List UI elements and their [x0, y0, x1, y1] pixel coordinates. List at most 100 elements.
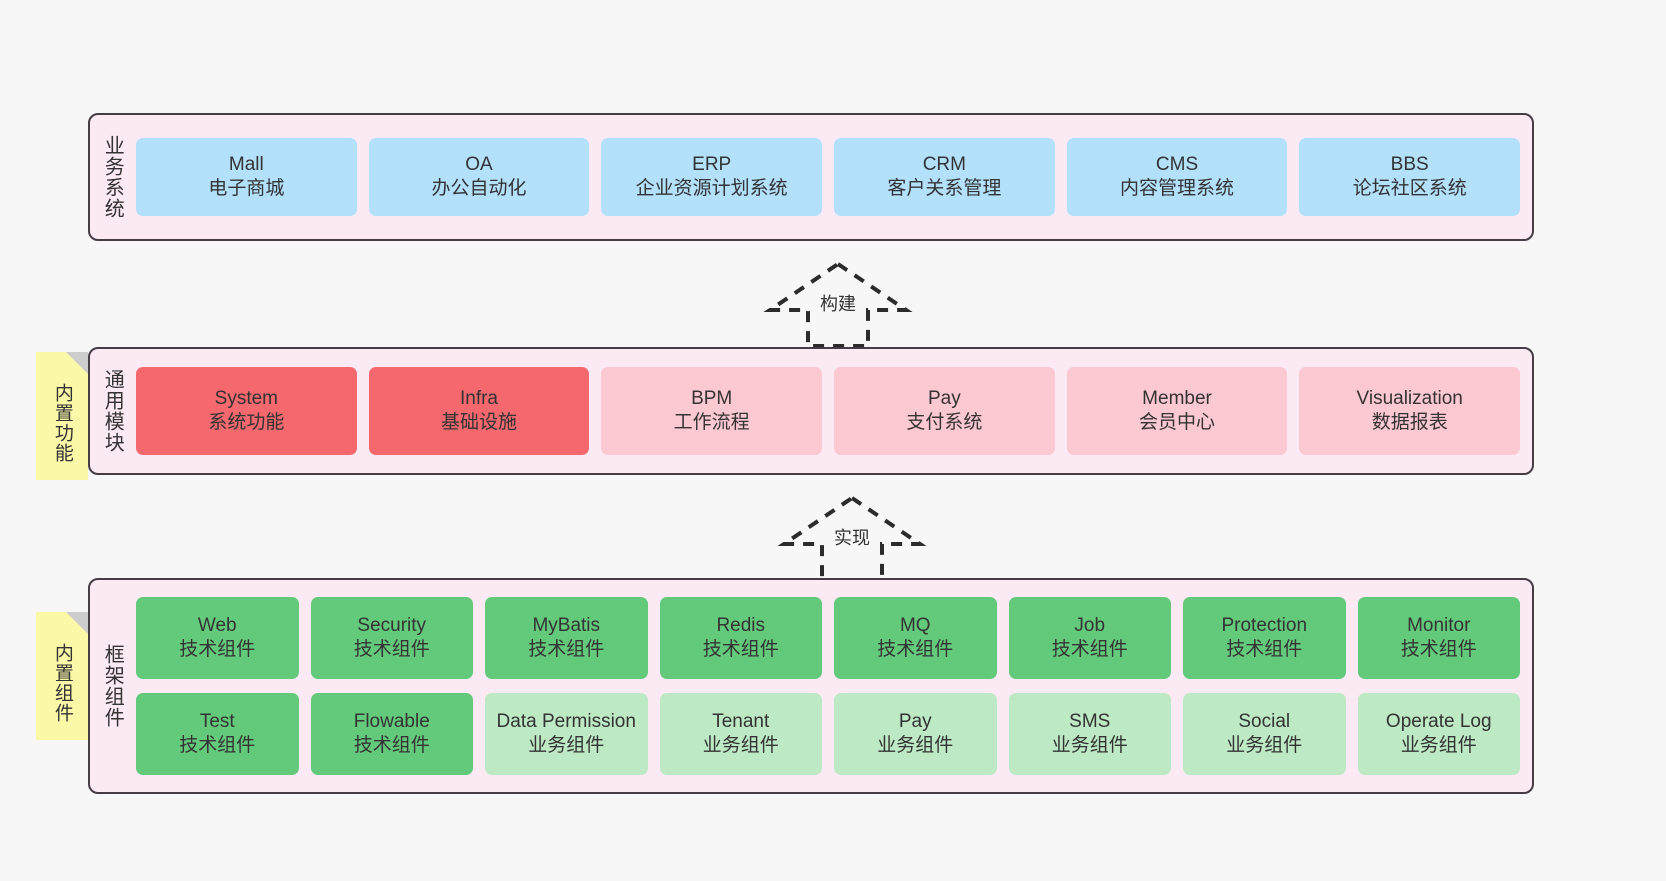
node-mq[interactable]: MQ 技术组件	[834, 597, 997, 679]
node-subtitle: 技术组件	[353, 735, 430, 756]
node-sms[interactable]: SMS 业务组件	[1008, 693, 1171, 775]
node-subtitle: 企业资源计划系统	[635, 178, 788, 199]
node-job[interactable]: Job 技术组件	[1008, 597, 1171, 679]
layer-body-framework-components: Web 技术组件 Security 技术组件 MyBatis 技术组件 Redi…	[134, 580, 1532, 792]
node-subtitle: 支付系统	[906, 412, 983, 433]
node-security[interactable]: Security 技术组件	[310, 597, 473, 679]
node-title: System	[214, 388, 279, 410]
node-mall[interactable]: Mall 电子商城	[136, 138, 357, 216]
node-bbs[interactable]: BBS 论坛社区系统	[1299, 138, 1521, 216]
node-title: Monitor	[1407, 615, 1471, 637]
node-subtitle: 基础设施	[441, 412, 518, 433]
layer-common-modules: 通用模块 System 系统功能 Infra 基础设施 BPM 工作流程 Pay…	[88, 347, 1534, 475]
sticky-note-label: 内置功能	[51, 383, 73, 463]
node-subtitle: 会员中心	[1139, 412, 1216, 433]
sticky-note-builtin-components: 内置组件	[36, 612, 88, 740]
node-subtitle: 电子商城	[208, 178, 285, 199]
node-subtitle: 技术组件	[353, 639, 430, 660]
node-member[interactable]: Member 会员中心	[1066, 367, 1288, 455]
layer-body-business-systems: Mall 电子商城 OA 办公自动化 ERP 企业资源计划系统 CRM 客户关系…	[134, 115, 1532, 239]
node-title: Web	[197, 615, 237, 637]
node-title: CRM	[922, 154, 966, 176]
node-subtitle: 技术组件	[528, 639, 605, 660]
node-title: Operate Log	[1385, 711, 1492, 733]
node-subtitle: 业务组件	[1226, 735, 1303, 756]
node-subtitle: 客户关系管理	[887, 178, 1002, 199]
connector-implement: 实现	[772, 492, 932, 584]
note-fold-icon	[66, 612, 88, 634]
note-fold-icon	[66, 352, 88, 374]
node-subtitle: 业务组件	[1051, 735, 1128, 756]
node-subtitle: 技术组件	[877, 639, 954, 660]
node-title: SMS	[1069, 711, 1111, 733]
node-subtitle: 业务组件	[702, 735, 779, 756]
connector-build: 构建	[758, 258, 918, 350]
node-title: Redis	[716, 615, 766, 637]
node-title: MyBatis	[532, 615, 601, 637]
node-subtitle: 技术组件	[179, 639, 256, 660]
node-subtitle: 数据报表	[1371, 412, 1448, 433]
layer-label-business-systems: 业务系统	[101, 135, 124, 219]
node-subtitle: 内容管理系统	[1120, 178, 1235, 199]
node-row: System 系统功能 Infra 基础设施 BPM 工作流程 Pay 支付系统…	[136, 367, 1521, 455]
layer-business-systems: 业务系统 Mall 电子商城 OA 办公自动化 ERP 企业资源计划系统 CRM…	[88, 113, 1534, 241]
node-title: OA	[465, 154, 493, 176]
sticky-note-label: 内置组件	[51, 643, 73, 723]
node-title: Infra	[459, 388, 499, 410]
node-test[interactable]: Test 技术组件	[136, 693, 299, 775]
node-title: Job	[1074, 615, 1106, 637]
node-subtitle: 技术组件	[1226, 639, 1303, 660]
node-pay-module[interactable]: Pay 支付系统	[834, 367, 1055, 455]
node-operate-log[interactable]: Operate Log 业务组件	[1357, 693, 1520, 775]
node-infra[interactable]: Infra 基础设施	[368, 367, 590, 455]
node-mybatis[interactable]: MyBatis 技术组件	[485, 597, 648, 679]
node-subtitle: 论坛社区系统	[1352, 178, 1467, 199]
sticky-note-builtin-functions: 内置功能	[36, 352, 88, 480]
layer-label-framework-components: 框架组件	[101, 644, 124, 728]
node-title: Flowable	[353, 711, 430, 733]
node-crm[interactable]: CRM 客户关系管理	[834, 138, 1055, 216]
node-title: Pay	[927, 388, 961, 410]
layer-body-common-modules: System 系统功能 Infra 基础设施 BPM 工作流程 Pay 支付系统…	[134, 349, 1532, 473]
node-title: Protection	[1221, 615, 1308, 637]
node-subtitle: 业务组件	[877, 735, 954, 756]
node-oa[interactable]: OA 办公自动化	[368, 138, 590, 216]
node-subtitle: 技术组件	[702, 639, 779, 660]
node-subtitle: 技术组件	[1051, 639, 1128, 660]
node-title: Pay	[898, 711, 932, 733]
node-visualization[interactable]: Visualization 数据报表	[1299, 367, 1521, 455]
node-erp[interactable]: ERP 企业资源计划系统	[601, 138, 823, 216]
node-title: CMS	[1155, 154, 1199, 176]
node-title: Tenant	[712, 711, 770, 733]
node-cms[interactable]: CMS 内容管理系统	[1066, 138, 1288, 216]
node-flowable[interactable]: Flowable 技术组件	[310, 693, 473, 775]
node-data-permission[interactable]: Data Permission 业务组件	[485, 693, 648, 775]
layer-label-common-modules: 通用模块	[101, 369, 124, 453]
node-title: ERP	[692, 154, 732, 176]
node-tenant[interactable]: Tenant 业务组件	[659, 693, 822, 775]
node-subtitle: 业务组件	[1400, 735, 1477, 756]
node-title: Data Permission	[496, 711, 636, 733]
node-title: Visualization	[1356, 388, 1463, 410]
node-row: Test 技术组件 Flowable 技术组件 Data Permission …	[136, 693, 1520, 775]
connector-implement-shape	[777, 495, 927, 582]
node-subtitle: 办公自动化	[431, 178, 527, 199]
node-monitor[interactable]: Monitor 技术组件	[1357, 597, 1520, 679]
connector-build-shape	[763, 261, 913, 348]
node-subtitle: 技术组件	[1400, 639, 1477, 660]
node-system[interactable]: System 系统功能	[136, 367, 357, 455]
node-web[interactable]: Web 技术组件	[136, 597, 299, 679]
node-subtitle: 业务组件	[528, 735, 605, 756]
node-title: Security	[357, 615, 427, 637]
node-bpm[interactable]: BPM 工作流程	[601, 367, 823, 455]
node-row: Web 技术组件 Security 技术组件 MyBatis 技术组件 Redi…	[136, 597, 1520, 679]
node-subtitle: 技术组件	[179, 735, 256, 756]
node-social[interactable]: Social 业务组件	[1183, 693, 1346, 775]
node-row: Mall 电子商城 OA 办公自动化 ERP 企业资源计划系统 CRM 客户关系…	[136, 138, 1521, 216]
node-redis[interactable]: Redis 技术组件	[659, 597, 822, 679]
layer-framework-components: 框架组件 Web 技术组件 Security 技术组件 MyBatis 技术组件…	[88, 578, 1534, 794]
node-protection[interactable]: Protection 技术组件	[1183, 597, 1346, 679]
node-pay-component[interactable]: Pay 业务组件	[834, 693, 997, 775]
node-subtitle: 工作流程	[673, 412, 750, 433]
